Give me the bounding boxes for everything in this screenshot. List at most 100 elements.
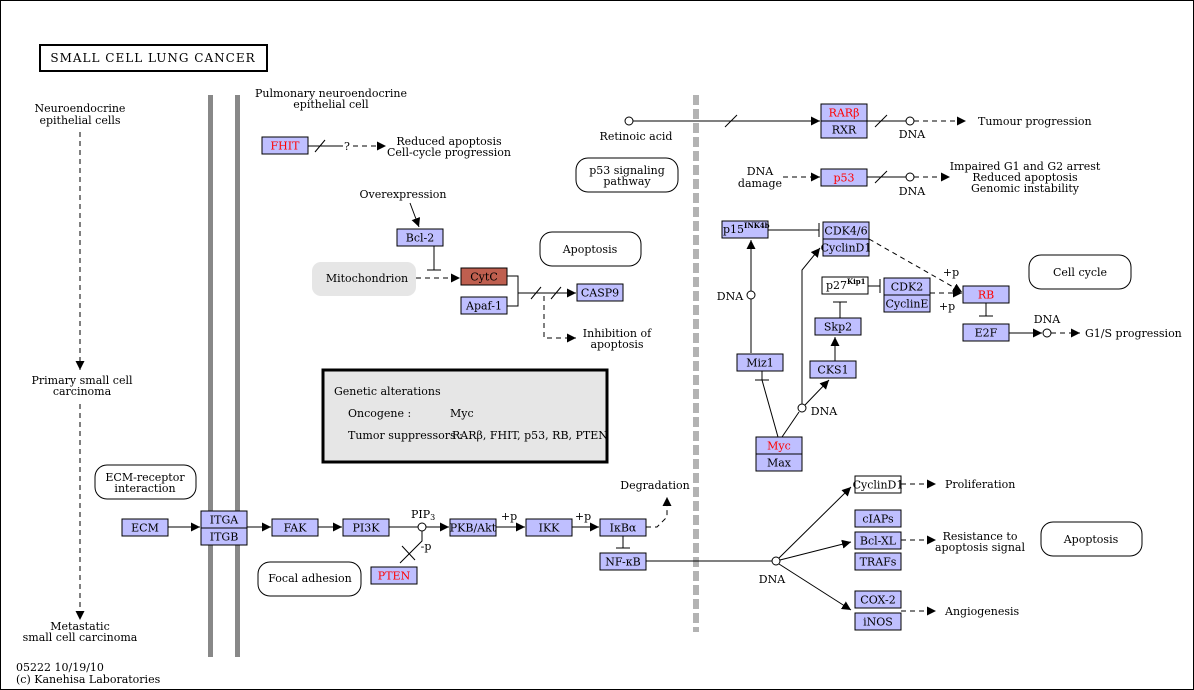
edge-cytc-casp9 bbox=[507, 275, 576, 298]
gene-cyclind1[interactable]: CyclinD1 bbox=[821, 238, 872, 257]
gene-cdk46[interactable]: CDK4/6 bbox=[822, 221, 870, 240]
resistance-line1: Resistance to bbox=[943, 530, 1018, 543]
dna-myc-label: DNA bbox=[811, 405, 838, 418]
gene-fak[interactable]: FAK bbox=[271, 518, 319, 537]
edge-myc-miz1-link bbox=[761, 379, 779, 438]
gene-pten[interactable]: PTEN bbox=[370, 566, 418, 585]
edge-inhibition bbox=[543, 296, 576, 343]
gene-bclxl[interactable]: Bcl-XL bbox=[854, 531, 902, 550]
edge-fhit-break bbox=[314, 139, 326, 153]
edge-pten-dephos bbox=[399, 531, 423, 564]
gene-itga-label: ITGA bbox=[210, 514, 239, 527]
gene-p27[interactable]: p27Kip1 bbox=[821, 276, 869, 295]
gene-itgb-label: ITGB bbox=[210, 531, 239, 544]
gene-p15[interactable]: p15INK4b bbox=[721, 220, 770, 239]
edge-dna-bclxl bbox=[779, 539, 852, 561]
gene-ikk[interactable]: IKK bbox=[525, 518, 573, 537]
degradation-label: Degradation bbox=[620, 479, 689, 492]
gene-ciaps[interactable]: cIAPs bbox=[854, 509, 902, 528]
gene-itga[interactable]: ITGA bbox=[200, 510, 248, 529]
edge-dna-cyclind1 bbox=[778, 486, 852, 559]
gene-cycline-label: CyclinE bbox=[886, 298, 929, 311]
gene-ikk-label: IKK bbox=[539, 522, 561, 535]
map-p53-pathway[interactable]: p53 signaling pathway bbox=[575, 157, 679, 193]
gene-max[interactable]: Max bbox=[755, 453, 803, 472]
legend-suppressor-value: RARβ, FHIT, p53, RB, PTEN bbox=[452, 429, 608, 442]
gene-cks1[interactable]: CKS1 bbox=[809, 360, 857, 379]
map-cell-cycle[interactable]: Cell cycle bbox=[1028, 254, 1132, 290]
stage-metastatic-line1: Metastatic bbox=[50, 620, 109, 633]
gene-cks1-label: CKS1 bbox=[817, 364, 848, 377]
gene-inos-label: iNOS bbox=[863, 616, 893, 629]
gene-nfkb[interactable]: NF-κB bbox=[599, 552, 647, 571]
edge-p53-break bbox=[874, 170, 888, 184]
stage-metastatic-line2: small cell carcinoma bbox=[23, 631, 138, 644]
map-focal-adhesion[interactable]: Focal adhesion bbox=[257, 561, 362, 597]
gene-fak-label: FAK bbox=[284, 522, 308, 535]
edge-casp9-break bbox=[530, 286, 542, 300]
overexpression-label: Overexpression bbox=[359, 188, 446, 201]
stage-neuroendocrine-line2: epithelial cells bbox=[39, 114, 120, 127]
node-dna-p53 bbox=[905, 172, 915, 182]
edge-overexpression bbox=[409, 202, 421, 228]
dna-e2f-label: DNA bbox=[1034, 313, 1061, 326]
gene-rb[interactable]: RB bbox=[962, 285, 1010, 304]
gene-p53[interactable]: p53 bbox=[820, 168, 868, 187]
gene-skp2[interactable]: Skp2 bbox=[814, 317, 862, 336]
mitochondrion-label: Mitochondrion bbox=[326, 272, 408, 285]
gene-cytc[interactable]: CytC bbox=[460, 267, 508, 286]
gene-cdk2[interactable]: CDK2 bbox=[883, 277, 931, 296]
gene-pten-label: PTEN bbox=[378, 570, 411, 583]
gene-trafs[interactable]: TRAFs bbox=[854, 552, 902, 571]
stage-primary-line2: carcinoma bbox=[53, 385, 112, 398]
node-dna-rar bbox=[905, 116, 915, 126]
gene-fhit[interactable]: FHIT bbox=[261, 136, 309, 155]
gene-ikba[interactable]: IκBα bbox=[599, 518, 647, 537]
gene-bcl2[interactable]: Bcl-2 bbox=[396, 228, 444, 247]
gene-ecm-label: ECM bbox=[131, 522, 159, 535]
map-p53-pathway-line2: pathway bbox=[603, 175, 651, 188]
plus-p-ikba-label: +p bbox=[575, 510, 591, 523]
gene-pi3k[interactable]: PI3K bbox=[342, 518, 390, 537]
map-cell-cycle-label: Cell cycle bbox=[1053, 266, 1107, 279]
gene-casp9[interactable]: CASP9 bbox=[576, 283, 624, 302]
node-dna-e2f bbox=[1042, 328, 1052, 338]
retinoic-acid-label: Retinoic acid bbox=[600, 130, 673, 143]
map-ecm-receptor[interactable]: ECM-receptor interaction bbox=[94, 464, 197, 500]
minus-p-label: -p bbox=[421, 540, 432, 553]
gene-fhit-label: FHIT bbox=[271, 140, 301, 153]
gene-itgb[interactable]: ITGB bbox=[200, 527, 248, 546]
gene-ecm[interactable]: ECM bbox=[121, 518, 169, 537]
gene-cycline[interactable]: CyclinE bbox=[883, 294, 931, 313]
gene-cox2[interactable]: COX-2 bbox=[854, 590, 902, 609]
gene-rxr-label: RXR bbox=[832, 124, 857, 137]
dna-rar-label: DNA bbox=[899, 128, 926, 141]
gene-rxr[interactable]: RXR bbox=[820, 120, 868, 139]
gene-p53-label: p53 bbox=[833, 172, 854, 185]
map-apoptosis-2[interactable]: Apoptosis bbox=[1040, 521, 1143, 557]
gene-pkb[interactable]: PKB/Akt bbox=[449, 518, 497, 537]
membrane-line-outer bbox=[208, 95, 213, 657]
edge-dna-cox2 bbox=[778, 563, 852, 611]
edge-casp9-break2 bbox=[550, 286, 562, 300]
gene-e2f[interactable]: E2F bbox=[962, 323, 1010, 342]
gene-myc[interactable]: Myc bbox=[755, 436, 803, 455]
gene-apaf1[interactable]: Apaf-1 bbox=[460, 296, 508, 315]
gene-rarb[interactable]: RARβ bbox=[820, 103, 868, 122]
dna-damage-line2: damage bbox=[738, 177, 782, 190]
node-dna-p15 bbox=[746, 290, 756, 300]
edge-retinoic-break bbox=[724, 114, 738, 128]
gene-miz1[interactable]: Miz1 bbox=[736, 353, 784, 372]
gene-cyclind1-out[interactable]: CyclinD1 bbox=[853, 475, 904, 494]
map-ecm-receptor-line1: ECM-receptor bbox=[105, 471, 185, 484]
gene-skp2-label: Skp2 bbox=[824, 321, 852, 334]
gene-inos[interactable]: iNOS bbox=[854, 612, 902, 631]
node-pip3 bbox=[417, 522, 427, 532]
gene-cdk46-label: CDK4/6 bbox=[824, 225, 867, 238]
gene-bclxl-label: Bcl-XL bbox=[860, 535, 897, 548]
edge-rar-break bbox=[874, 114, 888, 128]
gene-cdk2-label: CDK2 bbox=[891, 281, 923, 294]
plus-p-ikk-label: +p bbox=[501, 510, 517, 523]
node-retinoic-acid bbox=[624, 116, 634, 126]
map-apoptosis-1[interactable]: Apoptosis bbox=[539, 231, 642, 267]
